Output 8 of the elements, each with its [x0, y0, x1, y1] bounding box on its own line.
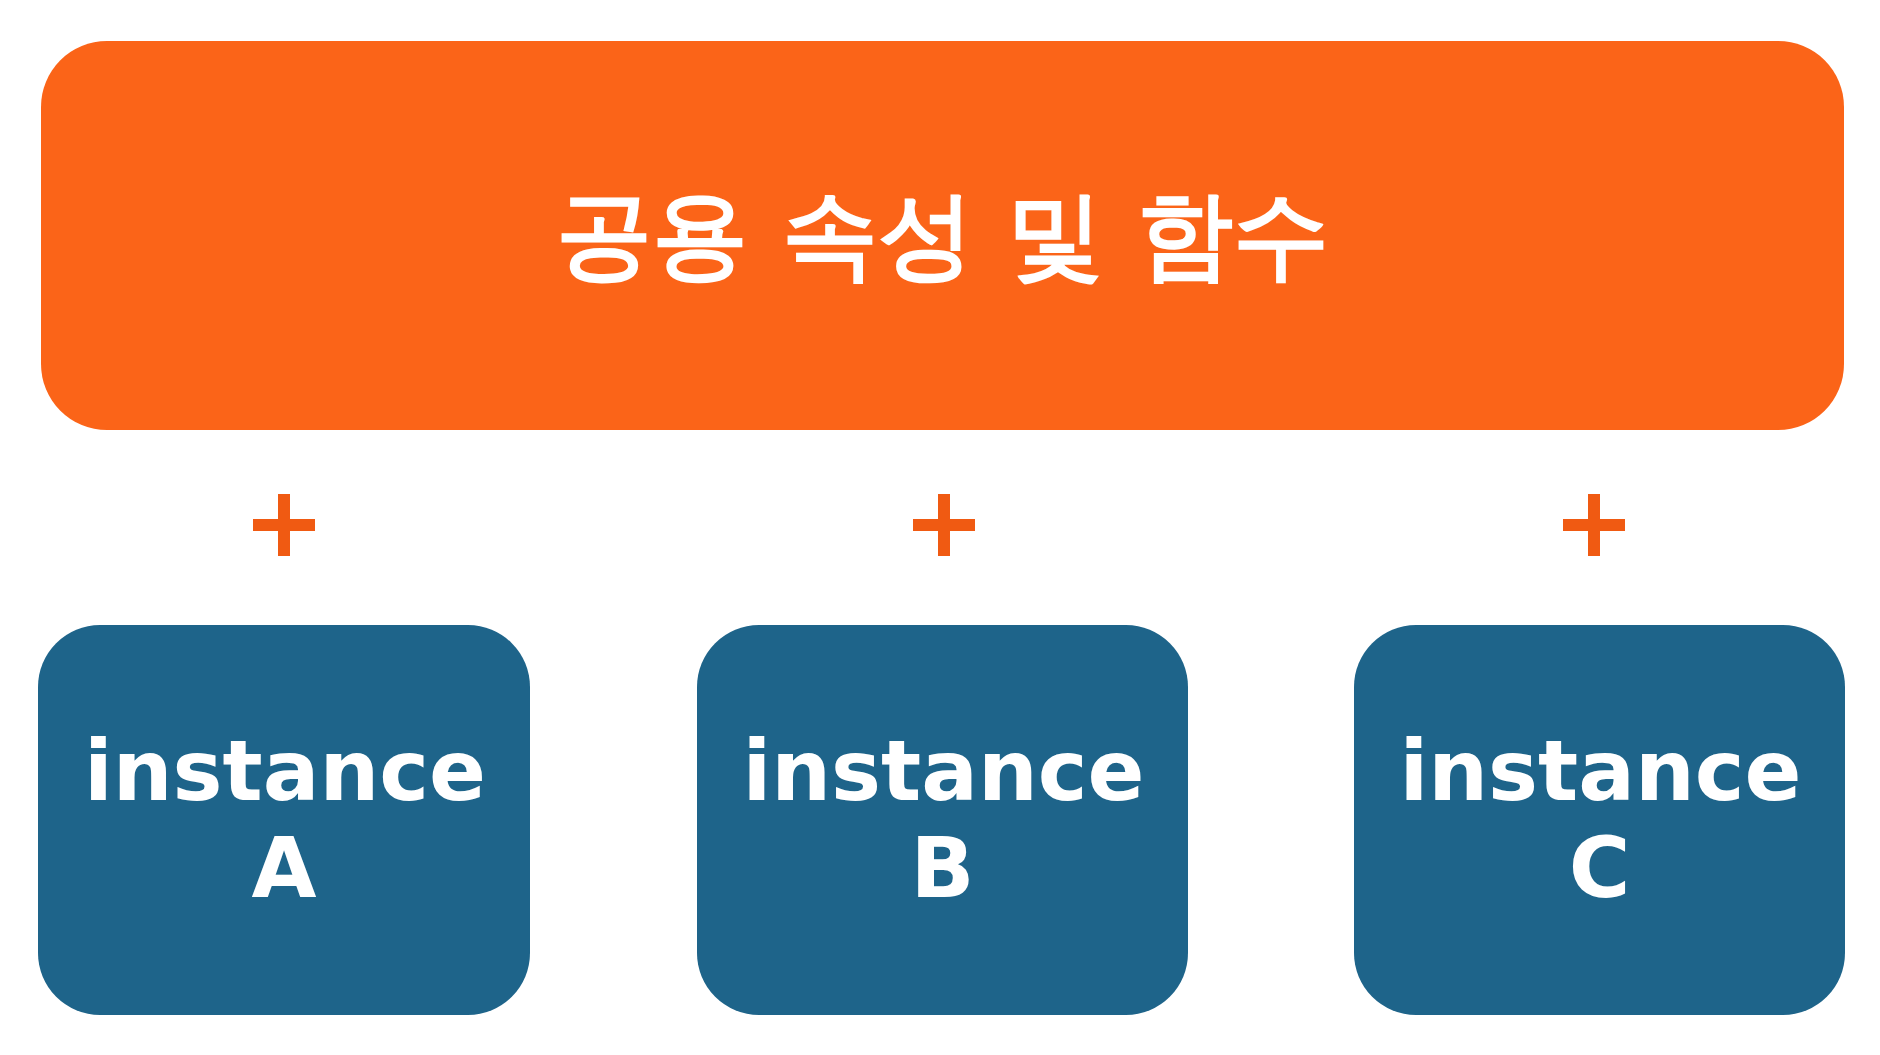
instance-label: instance C [1399, 723, 1800, 917]
instance-label: instance B [742, 723, 1143, 917]
instance-box [1354, 625, 1845, 1015]
instance-box [38, 625, 530, 1015]
heading-box [41, 41, 1844, 430]
heading-text: 공용 속성 및 함수 [556, 180, 1329, 291]
instance-label: instance A [84, 723, 484, 917]
instance-box [697, 625, 1188, 1015]
